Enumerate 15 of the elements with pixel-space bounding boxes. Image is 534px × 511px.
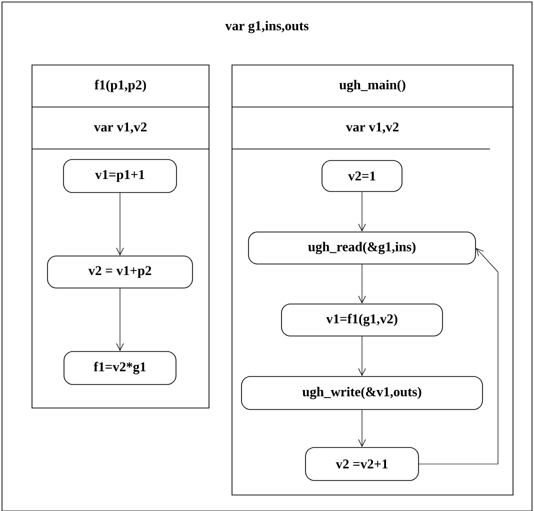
statement-box: v2 = v1+p2 [47, 256, 193, 288]
arrow [116, 192, 124, 256]
statement-box: v2=1 [322, 160, 402, 192]
arrow [116, 288, 124, 352]
statement-box: v1=p1+1 [63, 159, 177, 193]
arrow [358, 264, 366, 304]
arrow [358, 410, 366, 448]
statement-box: v2 =v2+1 [305, 447, 419, 481]
arrow [418, 248, 498, 464]
arrow [358, 192, 366, 232]
statement-box: ugh_read(&g1,ins) [248, 232, 476, 264]
statement-box: ugh_write(&v1,outs) [241, 376, 483, 410]
statement-box: f1=v2*g1 [64, 351, 176, 385]
arrow [358, 336, 366, 376]
statement-box: v1=f1(g1,v2) [281, 304, 443, 336]
